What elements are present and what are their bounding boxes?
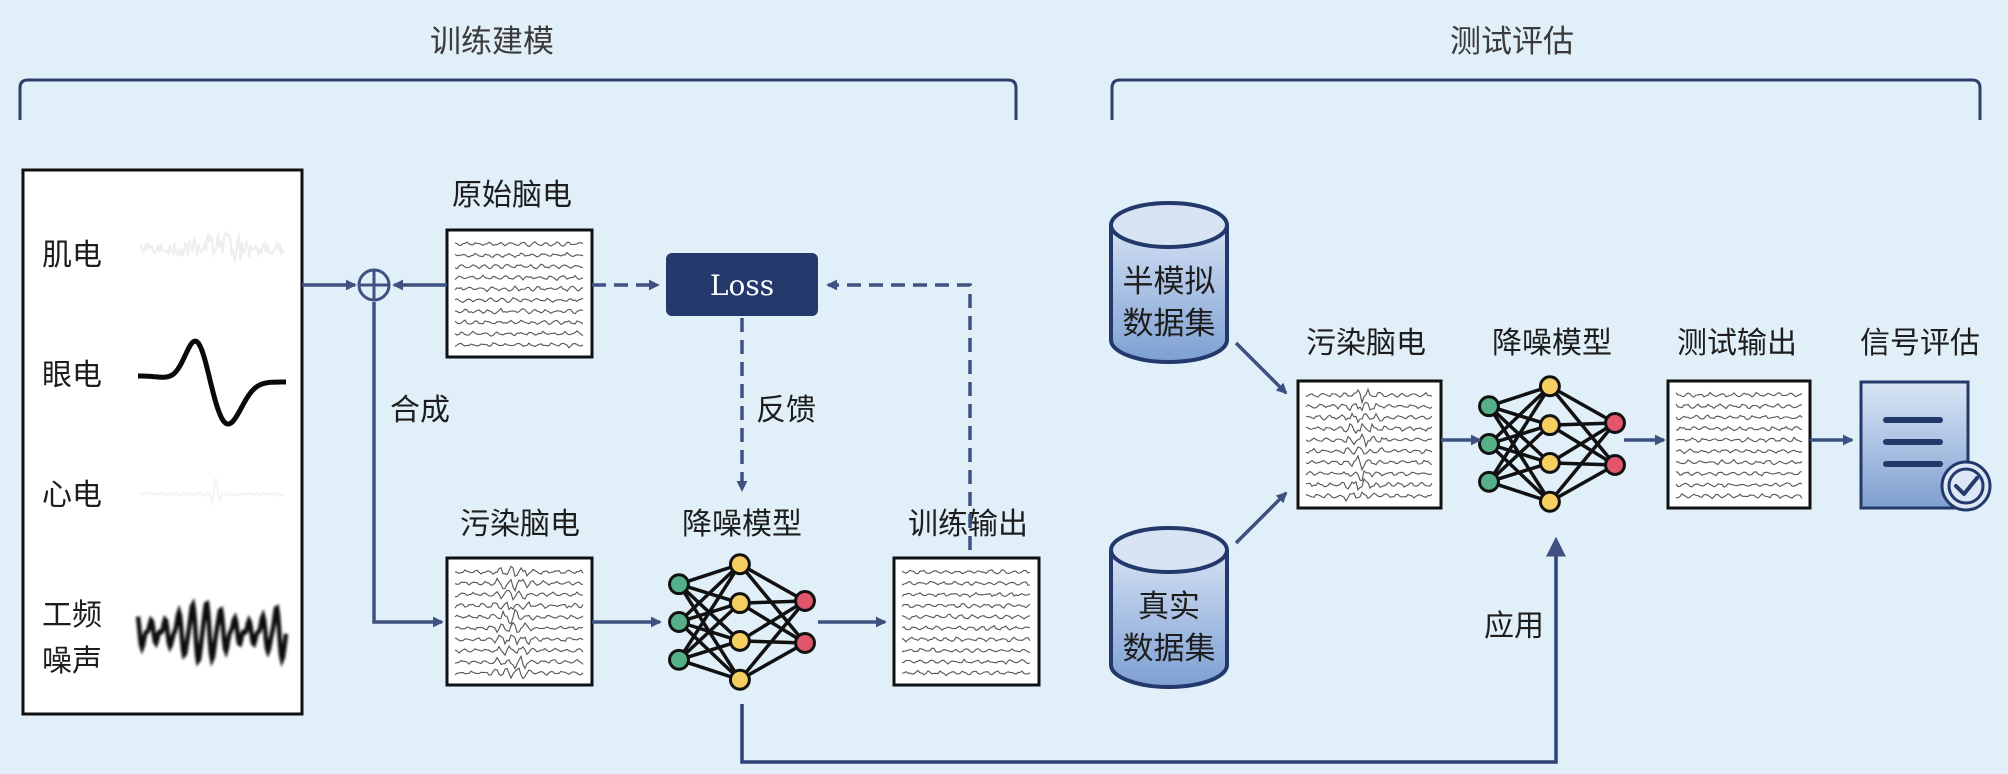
semi-sim-label-1: 半模拟 <box>1123 264 1216 300</box>
train-contaminated-eeg-signal-box <box>445 556 594 687</box>
loss-label: Loss <box>710 269 774 302</box>
training-bracket <box>18 78 1018 120</box>
eeg-waveform-icon <box>454 330 584 337</box>
semi-sim-database-icon <box>1109 201 1229 364</box>
eeg-waveform-icon <box>454 577 584 593</box>
eeg-waveform-icon <box>1305 446 1433 455</box>
eeg-waveform-icon <box>1675 492 1803 500</box>
line-noise-label-2: 噪声 <box>42 644 102 679</box>
test-contaminated-eeg-signal-box <box>1296 379 1443 510</box>
eeg-waveform-icon <box>454 297 584 304</box>
eeg-waveform-icon <box>1305 412 1433 424</box>
eeg-waveform-icon <box>454 274 584 282</box>
training-section-title: 训练建模 <box>430 24 554 60</box>
apply-label: 应用 <box>1484 609 1544 644</box>
output-to-loss-dashed-arrow <box>826 279 972 550</box>
eeg-waveform-icon <box>901 569 1031 575</box>
test-contaminated-eeg-label: 污染脑电 <box>1306 326 1426 361</box>
emg-waveform <box>139 229 285 263</box>
line-noise-label-1: 工频 <box>42 598 102 633</box>
eeg-waveform-icon <box>901 591 1031 598</box>
eeg-waveform-icon <box>454 654 584 670</box>
line-noise-waveform <box>135 598 289 667</box>
train-output-signal-box <box>892 556 1041 687</box>
eeg-waveform-icon <box>901 613 1031 620</box>
real-to-eeg-arrow <box>1234 491 1288 545</box>
train-denoise-model-label: 降噪模型 <box>682 507 802 542</box>
plus-to-contaminated-arrow <box>372 302 444 628</box>
eog-label: 眼电 <box>42 358 102 393</box>
eeg-waveform-icon <box>901 580 1031 586</box>
eeg-waveform-icon <box>901 636 1031 643</box>
eeg-waveform-icon <box>1305 422 1433 435</box>
eeg-waveform-icon <box>901 602 1031 609</box>
real-label-1: 真实 <box>1138 589 1200 625</box>
eeg-waveform-icon <box>1305 387 1433 405</box>
eeg-waveform-icon <box>901 624 1031 631</box>
eeg-waveform-icon <box>454 601 584 611</box>
circled-plus-icon <box>357 268 391 302</box>
eeg-waveform-icon <box>454 565 584 578</box>
eeg-waveform-icon <box>901 647 1031 654</box>
real-database-icon <box>1109 526 1229 689</box>
eeg-waveform-icon <box>1675 471 1803 477</box>
eeg-waveform-icon <box>454 645 584 657</box>
eeg-waveform-icon <box>454 263 584 270</box>
test-denoise-model-label: 降噪模型 <box>1492 326 1612 361</box>
eeg-waveform-icon <box>902 669 1031 677</box>
eeg-waveform-icon <box>454 285 584 293</box>
eeg-waveform-icon <box>1675 436 1803 443</box>
feedback-label: 反馈 <box>756 393 816 428</box>
real-label-2: 数据集 <box>1123 631 1216 667</box>
semi-sim-to-eeg-arrow <box>1234 341 1288 395</box>
eeg-waveform-icon <box>454 251 584 259</box>
apply-arrow <box>740 536 1566 764</box>
eeg-waveform-icon <box>1675 403 1803 410</box>
testing-section-title: 测试评估 <box>1450 24 1574 60</box>
raw-eeg-label: 原始脑电 <box>452 178 572 213</box>
eeg-waveform-icon <box>1305 491 1433 503</box>
eeg-waveform-icon <box>1305 432 1433 449</box>
raw-eeg-signal-box <box>445 228 594 359</box>
ecg-label: 心电 <box>42 478 102 513</box>
eeg-waveform-icon <box>1305 401 1433 412</box>
eeg-waveform-icon <box>1305 477 1433 492</box>
eeg-waveform-icon <box>1675 448 1803 455</box>
semi-sim-label-2: 数据集 <box>1123 306 1216 342</box>
eeg-waveform-icon <box>1305 454 1433 472</box>
eeg-waveform-icon <box>454 621 584 634</box>
eeg-waveform-icon <box>454 608 584 625</box>
emg-label: 肌电 <box>42 238 102 273</box>
eeg-waveform-icon <box>454 589 584 601</box>
train-output-label: 训练输出 <box>908 507 1028 542</box>
eeg-waveform-icon <box>901 658 1031 665</box>
eeg-waveform-icon <box>454 667 584 680</box>
eeg-waveform-icon <box>454 342 584 349</box>
loss-box <box>666 253 818 316</box>
eeg-waveform-icon <box>454 634 584 646</box>
testing-bracket <box>1110 78 1982 120</box>
eeg-waveform-icon <box>1675 425 1803 432</box>
test-output-label: 测试输出 <box>1677 326 1797 361</box>
ecg-waveform <box>139 477 285 506</box>
eog-waveform <box>136 338 288 427</box>
test-output-signal-box <box>1666 379 1812 510</box>
eeg-waveform-icon <box>1676 458 1803 466</box>
eeg-waveform-icon <box>454 307 584 315</box>
signal-eval-label: 信号评估 <box>1860 326 1980 361</box>
train-contaminated-eeg-label: 污染脑电 <box>460 507 580 542</box>
eeg-waveform-icon <box>1675 482 1803 488</box>
train-neural-network-icon <box>668 553 816 691</box>
eeg-waveform-icon <box>454 319 584 326</box>
eeg-waveform-icon <box>454 241 584 248</box>
eeg-waveform-icon <box>1675 391 1803 398</box>
test-neural-network-icon <box>1478 375 1626 513</box>
eeg-waveform-icon <box>1675 414 1803 421</box>
document-check-icon <box>1859 380 1992 512</box>
eeg-waveform-icon <box>1305 469 1433 482</box>
synthesis-label: 合成 <box>390 393 450 428</box>
